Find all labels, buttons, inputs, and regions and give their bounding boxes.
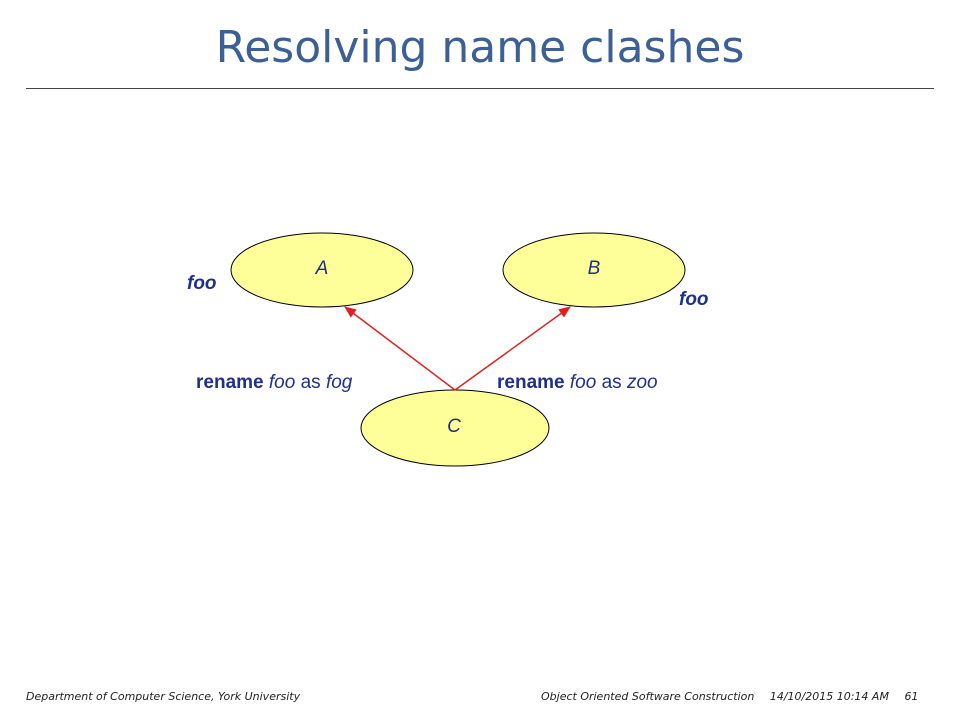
rename-clause-right: rename foo as zoo — [497, 372, 658, 393]
rename-left-keyword: rename — [196, 372, 264, 393]
footer-course: Object Oriented Software Construction — [541, 690, 755, 703]
rename-left-new-name: fog — [326, 372, 353, 393]
node-b-ellipse — [502, 232, 686, 308]
rename-right-new-name: zoo — [626, 372, 658, 393]
slide-title: Resolving name clashes — [215, 22, 745, 73]
node-a-ellipse — [230, 232, 414, 308]
node-c[interactable]: C — [360, 389, 550, 467]
rename-right-keyword: rename — [497, 372, 565, 393]
node-c-label: C — [447, 416, 461, 437]
rename-clause-left: rename foo as fog — [196, 372, 353, 393]
inheritance-arrow-c-to-a — [344, 306, 456, 391]
rename-left-as: as — [301, 372, 321, 393]
footer-department: Department of Computer Science, York Uni… — [26, 690, 301, 703]
footer-datetime: 14/10/2015 10:14 AM — [769, 690, 889, 703]
footer-page-number: 61 — [904, 690, 919, 703]
feature-label-a: foo — [187, 273, 217, 294]
rename-left-old-name: foo — [269, 372, 295, 393]
node-b[interactable]: B — [502, 232, 686, 308]
title-divider — [26, 88, 934, 89]
node-a-label: A — [315, 258, 329, 279]
feature-label-b: foo — [679, 289, 709, 310]
rename-right-as: as — [602, 372, 622, 393]
node-a[interactable]: A — [230, 232, 414, 308]
footer-meta: Object Oriented Software Construction 14… — [541, 690, 918, 703]
rename-right-old-name: foo — [570, 372, 596, 393]
node-b-label: B — [588, 258, 601, 279]
inheritance-arrow-c-to-b — [454, 306, 571, 391]
